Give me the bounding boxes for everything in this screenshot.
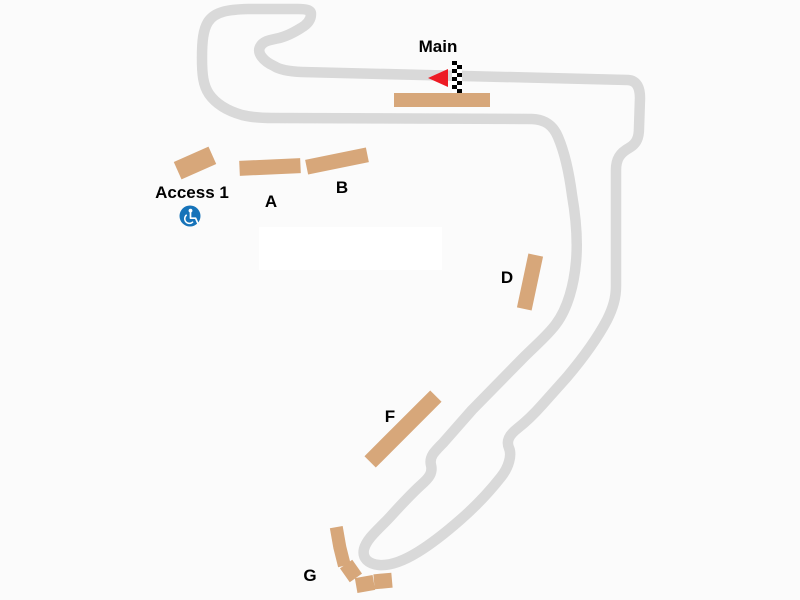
race-direction-arrow-icon: [428, 69, 448, 87]
grandstand-d[interactable]: [516, 253, 544, 311]
grandstand-g: [329, 526, 393, 593]
grandstand-g-block-3[interactable]: [339, 559, 363, 583]
checkered-flag-icon: [452, 61, 462, 93]
grandstand-g-block-2[interactable]: [333, 544, 351, 568]
grandstand-f[interactable]: [364, 390, 442, 468]
label-grandstand-a: A: [265, 192, 277, 211]
label-main: Main: [419, 37, 458, 56]
grandstand-access-1[interactable]: [173, 146, 217, 180]
label-grandstand-f: F: [385, 407, 395, 426]
label-grandstand-d: D: [501, 268, 513, 287]
label-grandstand-g: G: [303, 566, 316, 585]
grandstand-main[interactable]: [394, 93, 490, 107]
grandstand-a[interactable]: [239, 158, 301, 176]
grandstand-g-block-4[interactable]: [354, 575, 376, 593]
label-grandstand-b: B: [336, 178, 348, 197]
track-outline: [196, 3, 646, 571]
wheelchair-icon: [179, 205, 201, 227]
grandstand-g-block-1[interactable]: [329, 526, 347, 548]
grandstand-g-block-5[interactable]: [373, 572, 393, 590]
grandstand-b[interactable]: [305, 147, 369, 175]
white-patch: [259, 227, 442, 270]
label-access-1: Access 1: [155, 183, 229, 202]
